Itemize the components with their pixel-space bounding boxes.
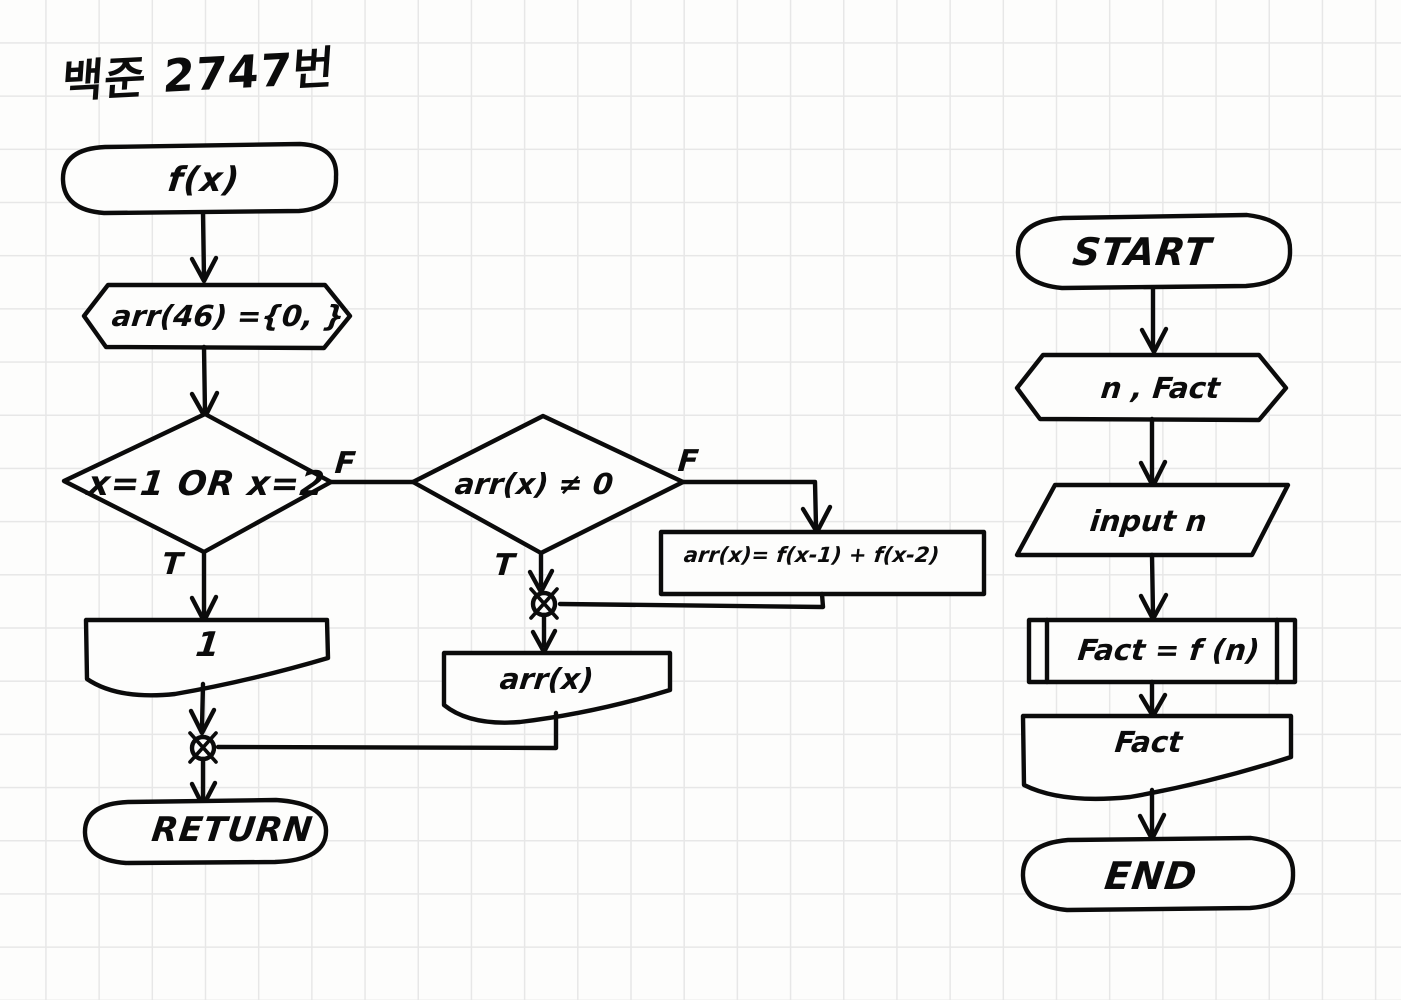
edge-memocheck-true [527,550,555,595]
edge-outone-to-mergelow [188,681,217,736]
node-fx-return[interactable] [82,797,329,866]
edge-mergemid-to-outarr [530,612,558,655]
edge-basecase-true [189,549,219,624]
node-declare[interactable] [1014,352,1289,423]
node-base-case[interactable] [61,411,334,555]
edge-recurse-to-mergemid [557,591,826,610]
node-input-n[interactable] [1014,482,1291,558]
node-output-one[interactable] [83,617,331,698]
edge-outarr-to-mergelow [215,710,559,751]
node-arr-init[interactable] [81,282,353,351]
node-end[interactable] [1020,835,1296,913]
node-print-fact[interactable] [1020,713,1294,802]
edge-memocheck-false [680,479,833,535]
merge-point-return [188,731,218,764]
node-recurse[interactable] [658,529,987,597]
edge-start-to-declare [1139,285,1169,355]
edge-print-to-end [1137,787,1167,842]
node-start[interactable] [1015,212,1293,291]
edge-fx-to-arrinit [189,210,219,284]
node-fx-start[interactable] [60,141,339,216]
edge-callf-to-print [1138,679,1168,719]
edge-arrinit-to-basecase [189,344,220,420]
node-call-f[interactable] [1026,617,1298,685]
edge-declare-to-input [1138,416,1168,489]
node-output-arr[interactable] [441,650,673,725]
edge-input-to-callf [1138,552,1169,622]
node-memo-check[interactable] [410,413,686,556]
